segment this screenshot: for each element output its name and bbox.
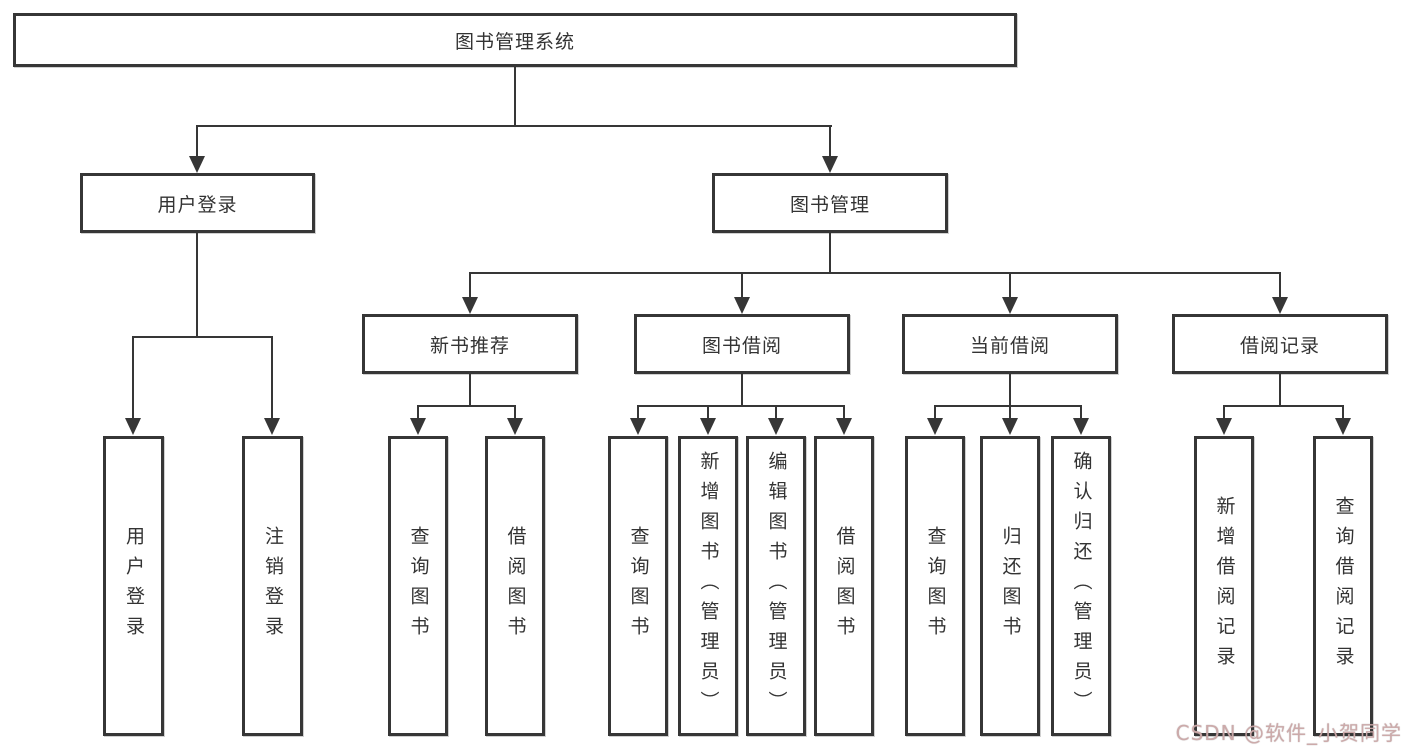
connector-line (469, 272, 1281, 274)
connector-line (1009, 374, 1011, 406)
arrow-down-icon (700, 418, 716, 435)
arrow-down-icon (768, 418, 784, 435)
connector-line (271, 336, 273, 421)
watermark: CSDN @软件_小贺同学 (1175, 721, 1402, 745)
node-label: 借阅图书 (504, 526, 527, 646)
connector-line (741, 374, 743, 406)
connector-line (1279, 374, 1281, 406)
connector-line (1009, 405, 1011, 421)
node-book-management: 图书管理 (712, 173, 948, 233)
leaf-add-borrow-record: 新增借阅记录 (1194, 436, 1254, 736)
node-label: 用户登录 (123, 526, 145, 646)
node-label: 图书借阅 (701, 334, 782, 357)
connector-line (1223, 405, 1344, 407)
connector-line (132, 336, 134, 421)
node-label: 查询借阅记录 (1332, 496, 1355, 676)
connector-line (1080, 405, 1082, 421)
arrow-down-icon (1073, 418, 1089, 435)
leaf-query-books-recommend: 查询图书 (388, 436, 448, 736)
node-label: 注销登录 (262, 526, 284, 646)
leaf-query-borrow-record: 查询借阅记录 (1313, 436, 1373, 736)
node-new-book-recommend: 新书推荐 (362, 314, 578, 374)
connector-line (741, 272, 743, 299)
connector-line (1342, 405, 1344, 421)
connector-line (196, 125, 198, 158)
leaf-edit-books-admin: 编辑图书（管理员） (746, 436, 806, 736)
arrow-down-icon (125, 418, 141, 435)
leaf-user-login: 用户登录 (103, 436, 164, 736)
node-library-management-system: 图书管理系统 (13, 13, 1017, 67)
arrow-down-icon (507, 418, 523, 435)
connector-line (934, 405, 1081, 407)
connector-line (469, 272, 471, 299)
node-label: 用户登录 (157, 193, 238, 216)
arrow-down-icon (836, 418, 852, 435)
leaf-logout-login: 注销登录 (242, 436, 303, 736)
arrow-down-icon (1002, 297, 1018, 314)
arrow-down-icon (264, 418, 280, 435)
arrow-down-icon (410, 418, 426, 435)
connector-line (1223, 405, 1225, 421)
node-label: 查询图书 (407, 526, 430, 646)
connector-line (637, 405, 639, 421)
node-borrow-records: 借阅记录 (1172, 314, 1388, 374)
connector-line (417, 405, 516, 407)
connector-line (1009, 272, 1011, 299)
connector-line (843, 405, 845, 421)
connector-line (775, 405, 777, 421)
leaf-return-books: 归还图书 (980, 436, 1040, 736)
arrow-down-icon (1272, 297, 1288, 314)
node-label: 借阅记录 (1239, 334, 1320, 357)
node-label: 新增图书（管理员） (697, 451, 720, 721)
connector-line (514, 67, 516, 126)
leaf-query-books-borrow: 查询图书 (608, 436, 668, 736)
arrow-down-icon (734, 297, 750, 314)
connector-line (514, 405, 516, 421)
node-label: 借阅图书 (833, 526, 856, 646)
node-current-borrow: 当前借阅 (902, 314, 1118, 374)
connector-line (196, 125, 832, 127)
leaf-add-books-admin: 新增图书（管理员） (678, 436, 738, 736)
node-label: 编辑图书（管理员） (765, 451, 788, 721)
node-label: 查询图书 (627, 526, 650, 646)
connector-line (417, 405, 419, 421)
arrow-down-icon (630, 418, 646, 435)
arrow-down-icon (927, 418, 943, 435)
connector-line (829, 125, 831, 158)
arrow-down-icon (462, 297, 478, 314)
node-label: 图书管理 (789, 193, 870, 216)
arrow-down-icon (1335, 418, 1351, 435)
connector-line (707, 405, 709, 421)
connector-line (934, 405, 936, 421)
connector-line (1279, 272, 1281, 299)
node-label: 当前借阅 (969, 334, 1050, 357)
arrow-down-icon (1002, 418, 1018, 435)
leaf-borrow-books-recommend: 借阅图书 (485, 436, 545, 736)
connector-line (829, 233, 831, 273)
node-label: 查询图书 (924, 526, 947, 646)
node-user-login: 用户登录 (80, 173, 315, 233)
node-label: 新增借阅记录 (1213, 496, 1236, 676)
leaf-confirm-return-admin: 确认归还（管理员） (1051, 436, 1111, 736)
connector-line (132, 336, 273, 338)
leaf-query-books-current: 查询图书 (905, 436, 965, 736)
node-label: 归还图书 (999, 526, 1022, 646)
arrow-down-icon (189, 156, 205, 173)
node-label: 确认归还（管理员） (1070, 451, 1093, 721)
node-book-borrow: 图书借阅 (634, 314, 850, 374)
connector-line (637, 405, 845, 407)
leaf-borrow-books: 借阅图书 (814, 436, 874, 736)
arrow-down-icon (822, 156, 838, 173)
arrow-down-icon (1216, 418, 1232, 435)
node-label: 新书推荐 (429, 334, 510, 357)
connector-line (196, 233, 198, 337)
node-label: 图书管理系统 (454, 30, 575, 53)
connector-line (469, 374, 471, 406)
